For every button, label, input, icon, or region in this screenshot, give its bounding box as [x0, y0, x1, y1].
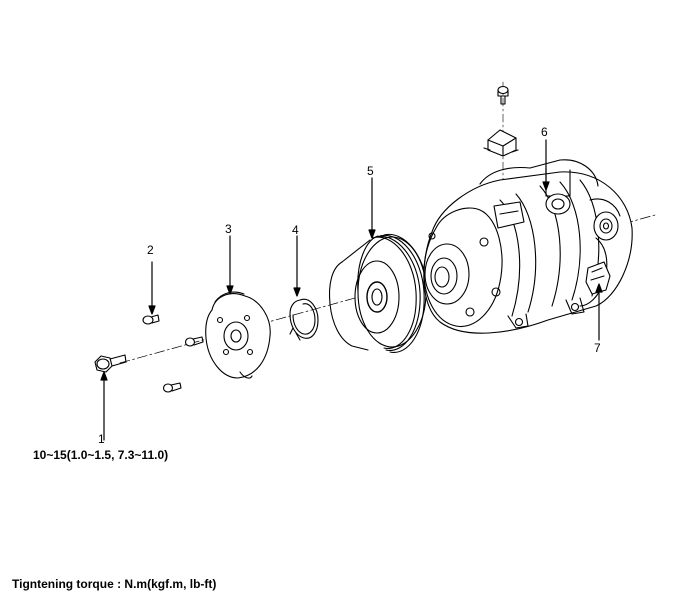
pulley-part-5	[328, 233, 429, 353]
mounting-bracket	[483, 129, 519, 157]
torque-units-note: Tigntening torque : N.m(kgf.m, lb-ft)	[12, 577, 217, 591]
callout-7: 7	[594, 341, 601, 355]
screw-part-2	[142, 314, 160, 325]
callout-2: 2	[147, 243, 154, 257]
callout-5: 5	[367, 164, 374, 178]
clutch-disc-part-3	[205, 291, 271, 379]
callout-6: 6	[541, 125, 548, 139]
control-valve-part-7	[585, 261, 611, 295]
top-bolt	[497, 85, 509, 105]
ac-compressor-body	[423, 159, 633, 334]
screw-lower	[162, 382, 182, 393]
leader-arrows	[100, 139, 603, 441]
torque-spec-label: 10~15(1.0~1.5, 7.3~11.0)	[33, 448, 169, 462]
bolt-part-1	[94, 354, 127, 373]
screw-upper	[184, 336, 204, 347]
callout-3: 3	[225, 222, 232, 236]
snap-ring-part-4	[289, 298, 319, 341]
callout-1: 1	[98, 432, 105, 446]
callout-4: 4	[292, 223, 299, 237]
